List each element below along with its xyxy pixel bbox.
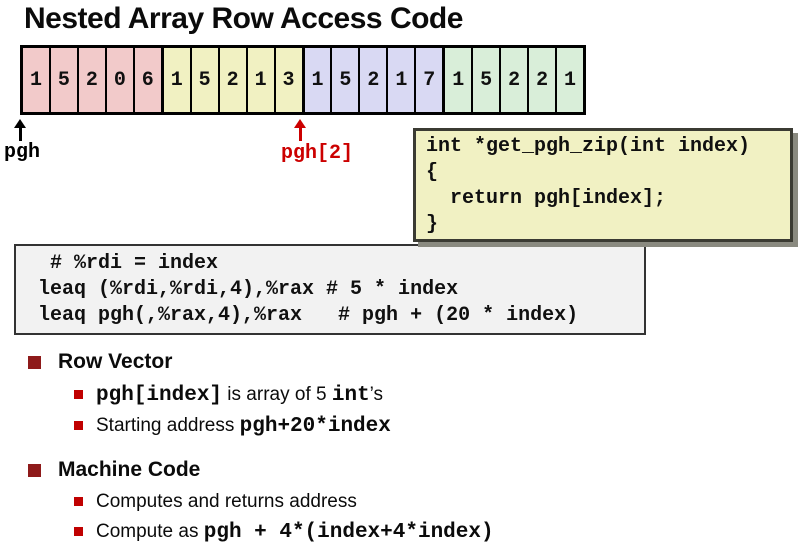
up-arrow-icon [13, 119, 27, 141]
array-cell: 0 [104, 48, 133, 112]
array-cell: 5 [48, 48, 77, 112]
pgh2-label: pgh[2] [281, 142, 354, 165]
array-cell: 2 [499, 48, 527, 112]
array-cell: 1 [29, 68, 42, 92]
bullet-item: pgh[index] is array of 5 int’s [74, 384, 383, 407]
assembly-code-box: # %rdi = index leaq (%rdi,%rdi,4),%rax #… [14, 244, 646, 335]
array-cell: 5 [330, 48, 358, 112]
array-cell: 1 [555, 48, 583, 112]
memory-array-diagram: 1 5 2 0 6 1 5 2 1 3 1 5 2 1 7 1 5 2 2 1 [20, 45, 586, 115]
array-cell: 2 [358, 48, 386, 112]
array-cell: 2 [217, 48, 246, 112]
array-cell: 1 [386, 48, 414, 112]
array-cell: 6 [132, 48, 161, 112]
bullet-item: Starting address pgh+20*index [74, 415, 391, 438]
array-cell: 1 [170, 68, 183, 92]
array-row-2: 1 5 2 1 7 [301, 48, 443, 112]
sub-bullet-square-icon [74, 390, 83, 399]
bullet-item: Compute as pgh + 4*(index+4*index) [74, 521, 494, 544]
array-cell: 1 [311, 68, 324, 92]
bullet-label: Row Vector [58, 350, 173, 373]
array-row-3: 1 5 2 2 1 [442, 48, 583, 112]
array-cell: 2 [76, 48, 105, 112]
array-cell: 3 [273, 48, 302, 112]
array-cell: 5 [471, 48, 499, 112]
array-row-1: 1 5 2 1 3 [160, 48, 302, 112]
array-cell: 7 [414, 48, 442, 112]
bullet-item-text: Computes and returns address [96, 491, 357, 512]
bullet-item-text: Starting address pgh+20*index [96, 415, 391, 438]
bullet-row-vector: Row Vector [28, 350, 172, 374]
bullet-label: Machine Code [58, 458, 201, 481]
bullet-item-text: Compute as pgh + 4*(index+4*index) [96, 521, 494, 544]
array-cell: 5 [189, 48, 218, 112]
bullet-machine-code: Machine Code [28, 458, 200, 482]
bullet-item: Computes and returns address [74, 491, 357, 513]
bullet-square-icon [28, 463, 41, 477]
up-arrow-icon [293, 119, 307, 141]
array-row-0: 1 5 2 0 6 [23, 48, 161, 112]
bullet-square-icon [28, 355, 41, 369]
sub-bullet-square-icon [74, 421, 83, 430]
c-code-box: int *get_pgh_zip(int index) { return pgh… [413, 128, 793, 242]
page-title: Nested Array Row Access Code [24, 2, 463, 35]
bullet-item-text: pgh[index] is array of 5 int’s [96, 384, 384, 407]
array-cell: 1 [452, 68, 465, 92]
pgh-label: pgh [4, 141, 41, 164]
sub-bullet-square-icon [74, 497, 83, 506]
sub-bullet-square-icon [74, 527, 83, 536]
array-cell: 2 [527, 48, 555, 112]
array-cell: 1 [245, 48, 274, 112]
